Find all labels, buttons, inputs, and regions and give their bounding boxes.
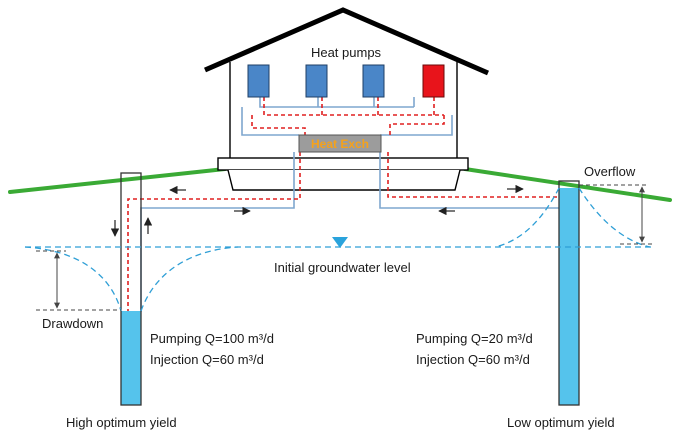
heat-exchanger-label: Heat Exch (311, 137, 369, 151)
right-pumping-label: Pumping Q=20 m³/d (416, 331, 533, 346)
house-foundation (227, 169, 461, 191)
water-table-symbol (332, 237, 348, 248)
house-roof (204, 7, 489, 76)
house-walls (229, 62, 458, 158)
house (204, 7, 489, 191)
left-well-casing (120, 172, 142, 406)
low-yield-label: Low optimum yield (507, 415, 615, 430)
right-well-casing (558, 180, 580, 406)
heat-pump-2 (305, 64, 328, 98)
heat-pump-4 (422, 64, 445, 98)
drawdown-label: Drawdown (42, 316, 103, 331)
left-well-water (121, 311, 141, 405)
water-table-curves (24, 187, 651, 312)
overflow-label: Overflow (584, 164, 636, 179)
left-pumping-label: Pumping Q=100 m³/d (150, 331, 274, 346)
left-injection-label: Injection Q=60 m³/d (150, 352, 264, 367)
heat-pumps-label: Heat pumps (311, 45, 382, 60)
ground-surface (8, 167, 672, 202)
right-well-water (559, 188, 579, 405)
groundwater-level-label: Initial groundwater level (274, 260, 411, 275)
flow-arrows (110, 184, 524, 237)
heat-exchanger-box (298, 134, 382, 153)
heat-pump-3 (362, 64, 385, 98)
heat-pump-group (247, 64, 445, 98)
heat-exchanger: Heat Exch (298, 134, 382, 153)
heat-pump-1 (247, 64, 270, 98)
house-floor-slab (217, 157, 469, 171)
high-yield-label: High optimum yield (66, 415, 177, 430)
right-injection-label: Injection Q=60 m³/d (416, 352, 530, 367)
